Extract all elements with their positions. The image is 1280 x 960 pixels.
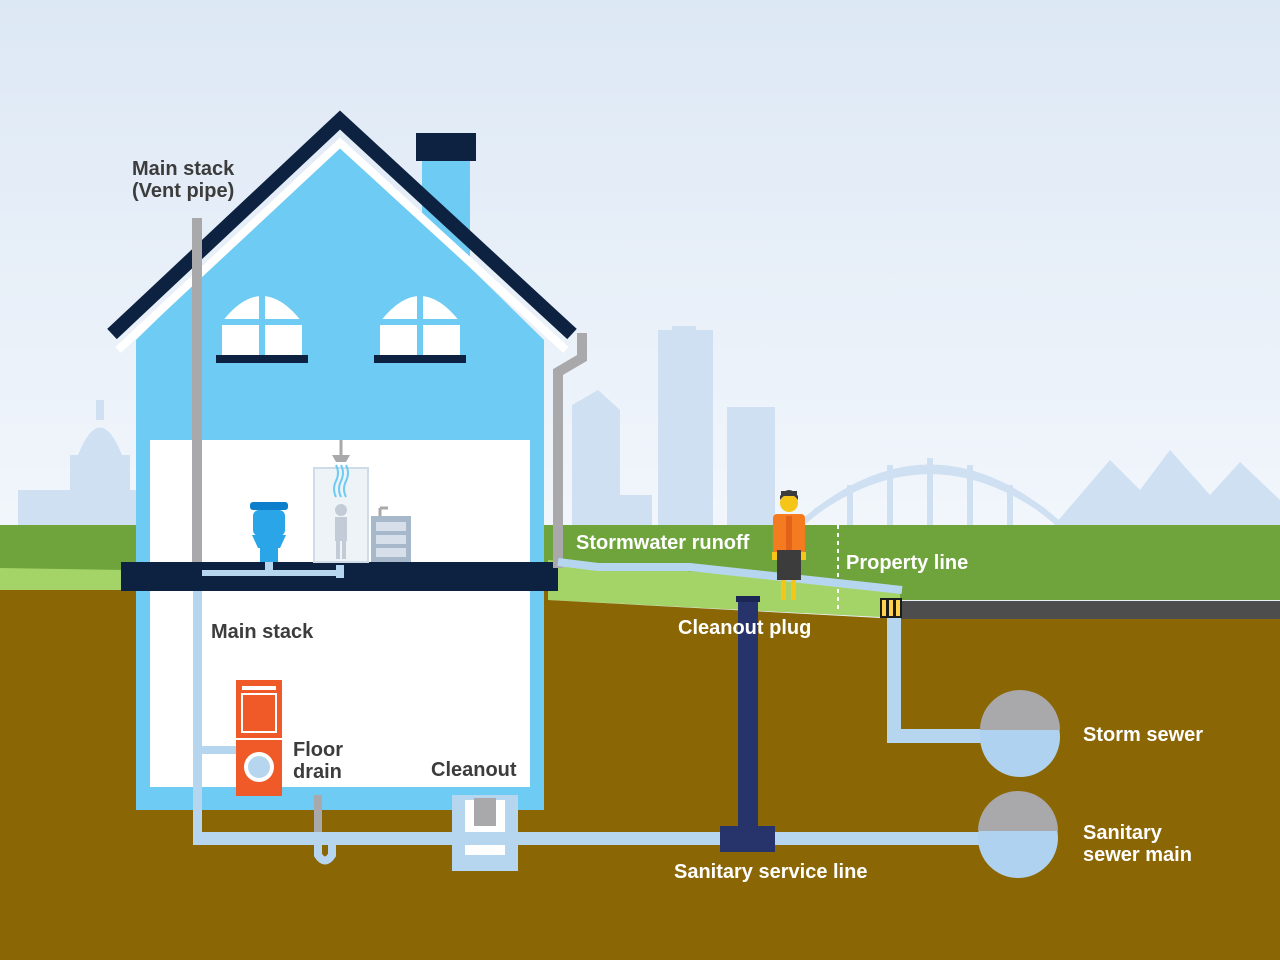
basement-room <box>150 591 530 787</box>
bridge-icon <box>798 458 1062 528</box>
label-property-line: Property line <box>846 552 969 574</box>
window-icon <box>374 285 466 363</box>
sanitary-sewer-main <box>978 791 1058 878</box>
main-stack-vent-pipe <box>192 218 202 562</box>
cleanout-plug-pipe <box>738 598 758 846</box>
street <box>900 601 1280 619</box>
roof <box>107 110 577 340</box>
floor-drain-trap <box>314 795 336 865</box>
sanitary-service-line <box>193 832 993 845</box>
back-lawn <box>0 568 125 592</box>
toilet-icon <box>250 502 288 562</box>
label-sanitary-sewer-main: Sanitary sewer main <box>1083 822 1192 866</box>
label-main-stack: Main stack <box>211 621 314 643</box>
front-lawn <box>548 560 900 618</box>
city-skyline <box>18 326 1280 530</box>
shower-icon <box>313 440 369 563</box>
label-stormwater-runoff: Stormwater runoff <box>576 532 750 554</box>
label-main-stack-vent: Main stack (Vent pipe) <box>132 158 235 202</box>
storm-sewer <box>980 690 1060 777</box>
storm-sewer-pipe <box>887 618 990 743</box>
label-cleanout-plug: Cleanout plug <box>678 617 812 639</box>
cleanout-cap <box>474 798 496 826</box>
vanity-icon <box>371 506 411 562</box>
label-sanitary-service-line: Sanitary service line <box>674 861 868 883</box>
label-storm-sewer: Storm sewer <box>1083 724 1204 746</box>
person-icon <box>772 490 806 600</box>
storm-drain-grate <box>880 598 902 618</box>
sanitary-tee-fitting <box>720 826 775 852</box>
washer-dryer-icon <box>236 680 282 796</box>
downspout <box>553 333 587 568</box>
label-floor-drain: Floor drain <box>293 739 343 783</box>
label-cleanout: Cleanout <box>431 759 517 781</box>
window-icon <box>216 285 308 363</box>
main-stack-pipe <box>193 591 202 843</box>
